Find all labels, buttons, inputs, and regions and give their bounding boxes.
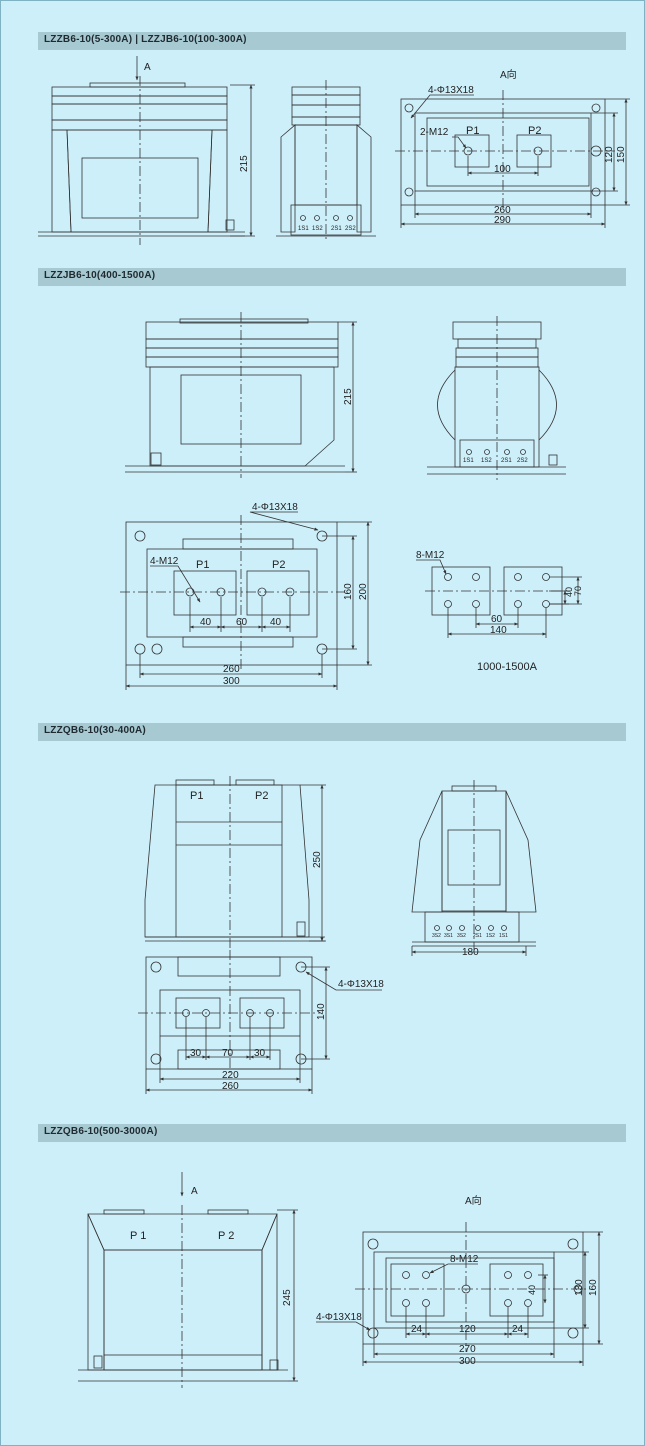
s4-view-arrow-label: A — [191, 1186, 198, 1197]
s1-width-inner: 260 — [494, 205, 511, 216]
s1-p2-label: P2 — [528, 125, 541, 137]
s3-terminal-4: 2S1 — [473, 933, 482, 939]
s2-alt-dim-60: 60 — [491, 614, 503, 625]
s1-width-outer: 290 — [494, 215, 511, 226]
section-title-2: LZZJB6-10(400-1500A) — [44, 270, 156, 281]
s3-height-label: 250 — [312, 851, 323, 868]
section-header-1: LZZB6-10(5-300A) | LZZJB6-10(100-300A) — [38, 32, 626, 50]
s1-terminal-2: 1S2 — [312, 226, 323, 232]
s4-a-view — [316, 1222, 603, 1366]
s2-dim-60: 60 — [236, 617, 248, 628]
section-title-1: LZZB6-10(5-300A) | LZZJB6-10(100-300A) — [44, 34, 247, 45]
s2-height-label: 215 — [343, 388, 354, 405]
s2-width-inner: 260 — [223, 664, 240, 675]
s2-alt-dim-70: 70 — [573, 586, 583, 596]
s1-a-view — [395, 90, 630, 228]
s3-h-label: 140 — [316, 1003, 327, 1020]
s1-pitch-label: 100 — [494, 164, 511, 175]
s1-terminal-1: 1S1 — [298, 226, 309, 232]
s2-alt-bolts-label: 8-M12 — [416, 550, 445, 561]
s3-p1-label: P1 — [190, 790, 203, 802]
s3-width-inner: 220 — [222, 1070, 239, 1081]
s2-p1-label: P1 — [196, 559, 209, 571]
s2-side-view — [427, 316, 566, 480]
s2-height-inner: 160 — [343, 583, 354, 600]
s2-dim-40b: 40 — [270, 617, 282, 628]
s1-view-arrow-label: A — [144, 62, 151, 73]
s3-p2-label: P2 — [255, 790, 268, 802]
section-header-2: LZZJB6-10(400-1500A) — [38, 268, 626, 286]
s3-width-outer: 260 — [222, 1081, 239, 1092]
section-header-4: LZZQB6-10(500-3000A) — [38, 1124, 626, 1142]
s3-dim-30b: 30 — [254, 1048, 266, 1059]
s4-front-view — [78, 1172, 298, 1388]
s3-front-view — [144, 776, 326, 948]
s4-view-label: A向 — [465, 1194, 482, 1207]
s1-height-inner: 120 — [604, 146, 615, 163]
section-title-3: LZZQB6-10(30-400A) — [44, 725, 146, 736]
s4-p2-label: P 2 — [218, 1230, 234, 1242]
s1-terminal-4: 2S2 — [345, 226, 356, 232]
s2-p2-label: P2 — [272, 559, 285, 571]
s3-dim-30a: 30 — [190, 1048, 202, 1059]
s1-front-view — [38, 56, 255, 245]
s3-terminal-6: 1S1 — [499, 933, 508, 939]
s4-bolts-label: 8-M12 — [450, 1254, 479, 1265]
s1-height-outer: 150 — [616, 146, 627, 163]
s2-terminal-4: 2S2 — [517, 458, 528, 464]
s2-alt-caption: 1000-1500A — [477, 661, 538, 673]
s4-dim-24a: 24 — [411, 1324, 423, 1335]
s3-side-view — [411, 780, 537, 956]
s3-terminal-2: 3S1 — [444, 933, 453, 939]
s2-alt-dim-40: 40 — [564, 587, 574, 597]
s2-terminal-3: 2S1 — [501, 458, 512, 464]
s4-dim-120: 120 — [459, 1324, 476, 1335]
s2-height-outer: 200 — [358, 583, 369, 600]
s3-terminal-5: 1S2 — [486, 933, 495, 939]
s4-width-outer: 300 — [459, 1356, 476, 1367]
s2-alt-bolts — [416, 559, 582, 638]
s2-plan-view — [120, 511, 372, 690]
s1-view-label: A向 — [500, 68, 517, 81]
s3-side-width: 180 — [462, 947, 479, 958]
s2-dim-40a: 40 — [200, 617, 212, 628]
s4-width-inner: 270 — [459, 1344, 476, 1355]
s2-terminal-2: 1S2 — [481, 458, 492, 464]
s1-holes-label: 4-Φ13X18 — [428, 85, 474, 96]
s2-terminal-1: 1S1 — [463, 458, 474, 464]
s2-alt-dim-140: 140 — [490, 625, 507, 636]
s3-plan-view — [138, 950, 382, 1094]
s4-height-inner: 130 — [574, 1279, 585, 1296]
s4-p1-label: P 1 — [130, 1230, 146, 1242]
s1-bolts-label: 2-M12 — [420, 127, 449, 138]
s3-terminal-1: 3S2 — [432, 933, 441, 939]
s2-bolts-label: 4-M12 — [150, 556, 179, 567]
section-header-3: LZZQB6-10(30-400A) — [38, 723, 626, 741]
section-title-4: LZZQB6-10(500-3000A) — [44, 1126, 158, 1137]
s4-height-label: 245 — [282, 1289, 293, 1306]
s3-dim-70: 70 — [222, 1048, 234, 1059]
s4-dim-40: 40 — [527, 1285, 537, 1295]
s1-p1-label: P1 — [466, 125, 479, 137]
s4-dim-24b: 24 — [512, 1324, 524, 1335]
s1-side-view — [276, 80, 376, 240]
s4-height-outer: 160 — [588, 1279, 599, 1296]
s3-terminal-3: 3S2 — [457, 933, 466, 939]
s2-holes-label: 4-Φ13X18 — [252, 502, 298, 513]
s1-terminal-3: 2S1 — [331, 226, 342, 232]
s1-height-label: 215 — [239, 155, 250, 172]
s3-holes-label: 4-Φ13X18 — [338, 979, 384, 990]
s2-front-view — [125, 312, 357, 478]
s2-width-outer: 300 — [223, 676, 240, 687]
s4-holes-label: 4-Φ13X18 — [316, 1312, 362, 1323]
